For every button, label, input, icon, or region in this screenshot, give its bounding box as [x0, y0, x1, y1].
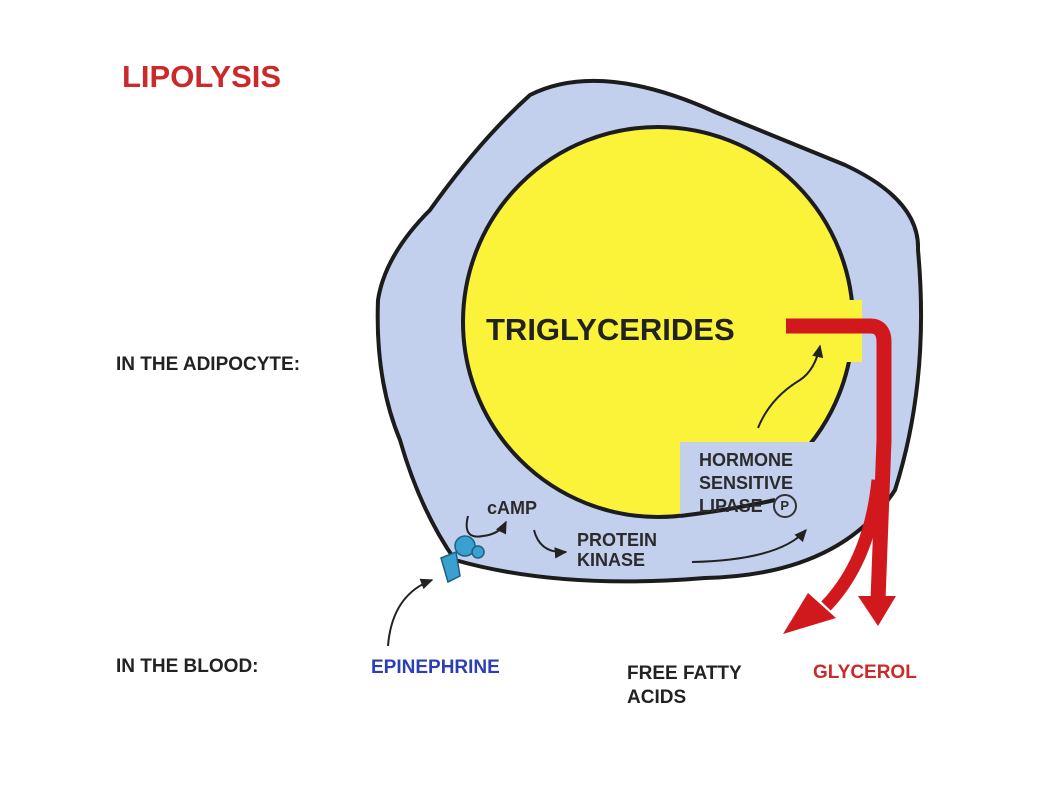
lipase-to-triglycerides-arrow: [757, 344, 824, 429]
signal-arrows: [387, 344, 824, 647]
phosphate-badge: P: [772, 494, 797, 518]
camp-label: cAMP: [487, 498, 538, 518]
protein-kinase-label: PROTEIN KINASE: [577, 530, 658, 571]
receptor-to-camp-arrow: [465, 515, 507, 538]
glycerol-label: GLYCEROL: [813, 662, 917, 683]
receptor-icon: [440, 535, 485, 584]
diagram-title: LIPOLYSIS: [122, 59, 282, 94]
epinephrine-to-receptor-arrow: [387, 578, 434, 647]
release-arrows: [783, 318, 896, 634]
adipocyte-row-label: IN THE ADIPOCYTE:: [116, 354, 301, 375]
triglycerides-label: TRIGLYCERIDES: [486, 312, 735, 347]
camp-to-protein-kinase-arrow: [533, 529, 568, 559]
epinephrine-label: EPINEPHRINE: [371, 657, 500, 678]
glycerol-arrowhead: [858, 596, 896, 626]
free-fatty-acids-label: FREE FATTY ACIDS: [627, 663, 742, 708]
fatty-acids-arrowhead: [783, 593, 836, 634]
protein-kinase-to-lipase-arrow: [691, 528, 807, 563]
blood-row-label: IN THE BLOOD:: [116, 656, 259, 677]
